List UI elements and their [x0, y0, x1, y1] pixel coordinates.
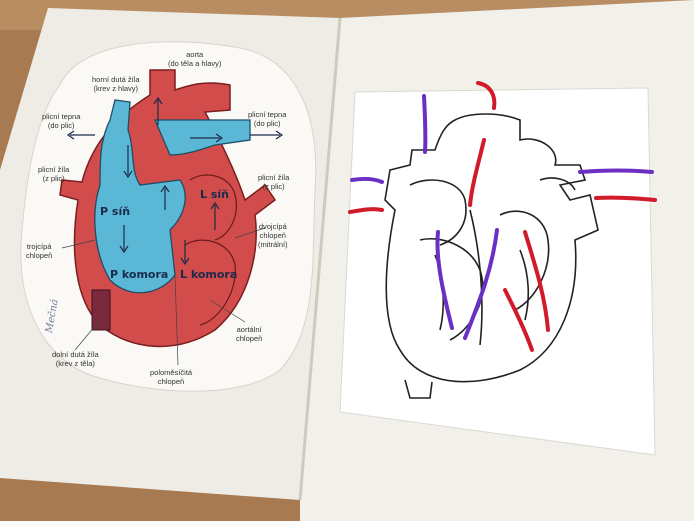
label-dvojcipa-sub2: (mitrální)	[258, 240, 288, 249]
chamber-p-komora: P komora	[110, 268, 169, 281]
right-diagram-sheet	[339, 87, 656, 456]
label-trojcipa-text: trojcípá	[26, 242, 52, 251]
colored-heart	[59, 69, 284, 366]
label-dolni-zila-sub: (krev z těla)	[55, 359, 95, 368]
label-horni-zila-text: horní dutá žíla	[92, 75, 140, 84]
label-aortalni-sub: chlopeň	[236, 334, 263, 343]
chamber-l-sin: L síň	[200, 188, 229, 201]
yarn-red-strands	[348, 81, 657, 352]
label-aorta: aorta (do těla a hlavy)	[168, 50, 221, 68]
label-aorta-sub: (do těla a hlavy)	[168, 59, 222, 68]
yarn-purple-strands	[350, 94, 654, 340]
label-aorta-text: aorta	[186, 50, 204, 59]
label-trojcipa: trojcípá chlopeň	[26, 242, 52, 260]
book-spine	[298, 17, 342, 501]
label-dvojcipa: dvojcípá chlopeň (mitrální)	[258, 222, 288, 249]
label-plicni-tepna-right-text: plicní tepna	[248, 110, 287, 119]
label-plicni-zila-right-sub: (z plic)	[262, 182, 285, 191]
label-polomesicita: poloměsíčitá chlopeň	[150, 368, 192, 386]
label-plicni-tepna-left: plicní tepna (do plic)	[42, 112, 80, 130]
label-polomesicita-sub: chlopeň	[157, 377, 185, 386]
label-trojcipa-sub: chlopeň	[26, 251, 53, 260]
label-plicni-zila-right: plicní žíla (z plic)	[258, 173, 289, 191]
label-dvojcipa-sub: chlopeň	[259, 231, 286, 240]
label-plicni-zila-left-sub: (z plic)	[42, 174, 65, 183]
label-plicni-tepna-left-text: plicní tepna	[42, 112, 81, 121]
label-dolni-zila: dolní dutá žíla (krev z těla)	[52, 350, 99, 368]
label-plicni-tepna-right: plicní tepna (do plic)	[248, 110, 286, 128]
label-plicni-zila-left-text: plicní žíla	[38, 165, 70, 174]
chamber-p-sin: P síň	[100, 205, 131, 218]
label-aortalni-text: aortální	[236, 325, 262, 334]
label-plicni-tepna-left-sub: (do plic)	[47, 121, 75, 130]
label-aortalni: aortální chlopeň	[236, 325, 262, 343]
label-dolni-zila-text: dolní dutá žíla	[52, 350, 99, 359]
label-horni-zila-sub: (krev z hlavy)	[93, 84, 139, 93]
label-horni-zila: horní dutá žíla (krev z hlavy)	[92, 75, 140, 93]
label-plicni-tepna-right-sub: (do plic)	[253, 119, 281, 128]
label-dvojcipa-text: dvojcípá	[258, 222, 287, 231]
label-plicni-zila-right-text: plicní žíla	[258, 173, 290, 182]
label-polomesicita-text: poloměsíčitá	[150, 368, 193, 377]
chamber-l-komora: L komora	[180, 268, 238, 281]
label-plicni-zila-left: plicní žíla (z plic)	[38, 165, 69, 183]
